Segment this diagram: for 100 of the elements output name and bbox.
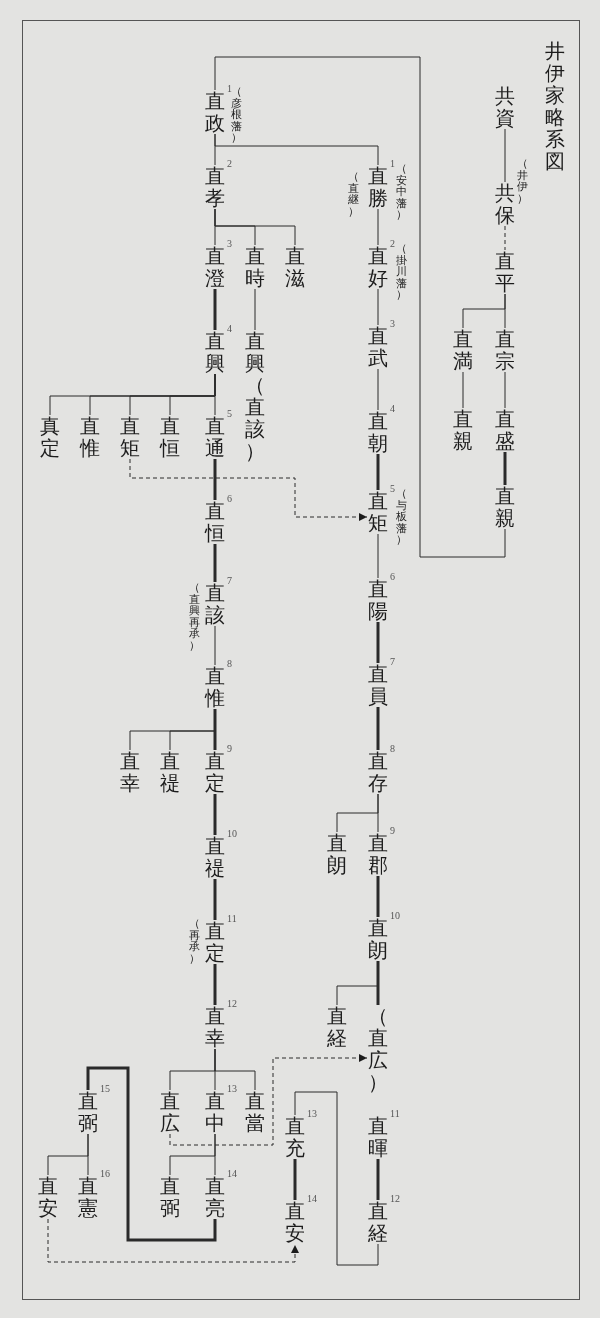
lineage-line <box>504 128 506 183</box>
generation-number: 6 <box>227 494 232 504</box>
person-name: 直當 <box>245 1090 265 1134</box>
arrow <box>169 1054 368 1146</box>
person-name: 直恒 <box>160 415 180 459</box>
person-name: 直安 <box>38 1175 58 1219</box>
lineage-line <box>377 533 379 579</box>
person-name: 直澄 <box>205 245 225 289</box>
generation-number: 4 <box>390 404 395 414</box>
side-note: （与板藩） <box>396 488 407 546</box>
person-name: 直勝 <box>368 165 388 209</box>
lineage-line <box>376 454 380 490</box>
lineage-line <box>214 1048 256 1091</box>
person-name: 直経 <box>327 1005 347 1049</box>
lineage-line <box>504 371 506 409</box>
person-name: 直郡 <box>368 832 388 876</box>
person-name: 直平 <box>495 250 515 294</box>
generation-number: 12 <box>390 1194 400 1204</box>
person-name: 直亮 <box>205 1175 225 1219</box>
generation-number: 6 <box>390 572 395 582</box>
person-name: 直員 <box>368 663 388 707</box>
side-note: （井伊） <box>517 158 528 205</box>
person-name: 直親 <box>495 485 515 529</box>
person-name: 直充 <box>285 1115 305 1159</box>
person-name: 直盛 <box>495 408 515 452</box>
generation-number: 8 <box>390 744 395 754</box>
lineage-line <box>377 793 379 833</box>
generation-number: 13 <box>307 1109 317 1119</box>
lineage-line <box>214 1133 216 1176</box>
generation-number: 12 <box>227 999 237 1009</box>
lineage-line <box>376 1159 380 1200</box>
person-name: 直惟 <box>205 665 225 709</box>
person-name: 直朗 <box>368 917 388 961</box>
lineage-line <box>254 288 256 331</box>
lineage-line <box>376 876 380 917</box>
lineage-line <box>213 794 217 835</box>
person-name: 直宗 <box>495 328 515 372</box>
generation-number: 10 <box>390 911 400 921</box>
lineage-line <box>213 709 217 750</box>
person-name: 直矩 <box>368 490 388 534</box>
person-name: 共保 <box>495 182 515 226</box>
lineage-line <box>213 964 217 1005</box>
person-name: 直禔 <box>160 750 180 794</box>
person-name: 直時 <box>245 245 265 289</box>
generation-number: 1 <box>390 159 395 169</box>
lineage-line <box>504 225 506 251</box>
lineage-line <box>503 452 507 485</box>
person-name: 直満 <box>453 328 473 372</box>
generation-number: 11 <box>390 1109 400 1119</box>
lineage-line <box>294 1091 379 1266</box>
generation-number: 7 <box>227 576 232 586</box>
lineage-line <box>377 288 379 326</box>
person-name: 直武 <box>368 325 388 369</box>
side-note: （彦根藩） <box>231 86 242 144</box>
generation-number: 2 <box>227 159 232 169</box>
person-name: 直陽 <box>368 578 388 622</box>
generation-number: 10 <box>227 829 237 839</box>
person-name: 直通 <box>205 415 225 459</box>
lineage-line <box>376 961 380 1005</box>
generation-number: 9 <box>390 826 395 836</box>
generation-number: 9 <box>227 744 232 754</box>
person-name: 直朗 <box>327 832 347 876</box>
lineage-line <box>214 56 506 558</box>
generation-number: 11 <box>227 914 237 924</box>
person-name: 直定 <box>205 750 225 794</box>
lineage-line <box>214 133 379 166</box>
side-note: （直興再承） <box>189 582 200 652</box>
person-name: 共資 <box>495 85 515 129</box>
person-name: 直朝 <box>368 410 388 454</box>
lineage-line <box>214 625 216 666</box>
person-name: 直幸 <box>205 1005 225 1049</box>
lineage-line <box>213 544 217 582</box>
lineage-line <box>293 1159 297 1200</box>
lineage-line <box>213 459 217 500</box>
generation-number: 13 <box>227 1084 237 1094</box>
side-note: （安中藩） <box>396 163 407 221</box>
person-name: 直定 <box>205 920 225 964</box>
lineage-line <box>504 293 506 329</box>
lineage-line <box>86 1066 217 1242</box>
generation-number: 5 <box>390 484 395 494</box>
side-note: （掛川藩） <box>396 243 407 301</box>
arrow <box>47 1218 299 1263</box>
person-name: 直矩 <box>120 415 140 459</box>
lineage-line <box>462 371 464 409</box>
generation-number: 14 <box>307 1194 317 1204</box>
person-name: 直憲 <box>78 1175 98 1219</box>
lineage-line <box>213 289 217 330</box>
person-name: 直禔 <box>205 835 225 879</box>
person-name: 直親 <box>453 408 473 452</box>
generation-number: 1 <box>227 84 232 94</box>
person-name: 直広 <box>160 1090 180 1134</box>
person-name: 直恒 <box>205 500 225 544</box>
person-name: 直暉 <box>368 1115 388 1159</box>
lineage-line <box>377 208 379 246</box>
person-name: 直中 <box>205 1090 225 1134</box>
generation-number: 2 <box>390 239 395 249</box>
person-name: 直幸 <box>120 750 140 794</box>
generation-number: 14 <box>227 1169 237 1179</box>
person-name: 直興 <box>205 330 225 374</box>
generation-number: 4 <box>227 324 232 334</box>
